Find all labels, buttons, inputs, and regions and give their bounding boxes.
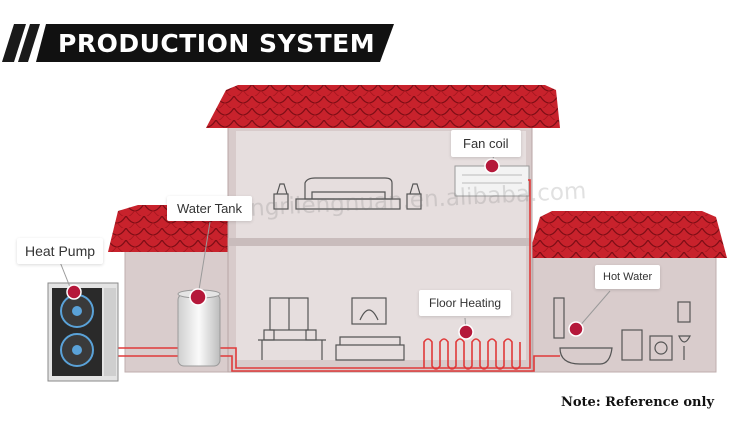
title-banner: PRODUCTION SYSTEM [0, 22, 396, 64]
water-tank-marker [189, 288, 207, 306]
heat-pump-unit [47, 282, 119, 382]
component-markers [66, 158, 584, 340]
house-right-wing [528, 211, 727, 373]
floor-heating-label: Floor Heating [419, 290, 512, 316]
reference-note: Note: Reference only [561, 395, 714, 410]
banner-title: PRODUCTION SYSTEM [58, 29, 376, 58]
right-roof [528, 211, 727, 258]
floor-heating-marker [458, 324, 474, 340]
fan-coil-label: Fan coil [451, 130, 521, 157]
heat-pump-label: Heat Pump [17, 238, 104, 264]
heat-pump-marker [66, 284, 82, 300]
fan-coil-marker [484, 158, 500, 174]
house-main [206, 85, 560, 373]
main-roof [206, 85, 560, 128]
furniture-sketches [258, 177, 691, 365]
hot-water-label: Hot Water [595, 265, 661, 289]
heating-pipes [116, 179, 560, 372]
banner-background [0, 22, 396, 64]
hot-water-marker [568, 321, 584, 337]
water-tank-label: Water Tank [167, 196, 253, 221]
